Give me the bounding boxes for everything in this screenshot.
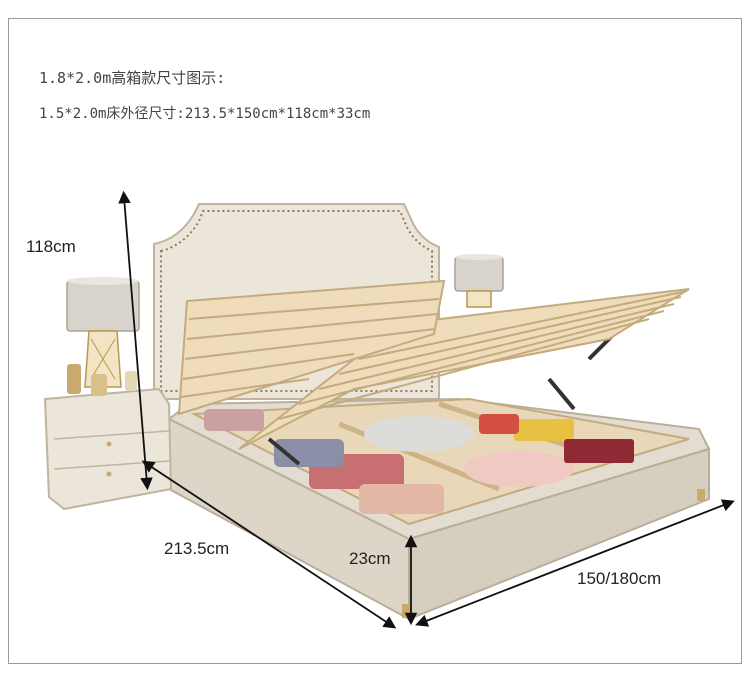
stored-box bbox=[564, 439, 634, 463]
stored-pillow bbox=[464, 451, 574, 487]
gas-strut bbox=[267, 437, 301, 466]
slats bbox=[278, 290, 688, 420]
dimension-label-height: 118cm bbox=[26, 237, 76, 256]
stored-bag bbox=[479, 414, 519, 434]
spec-line-model: 1.8*2.0m高箱款尺寸图示: bbox=[39, 69, 226, 87]
spec-line-dimensions: 1.5*2.0m床外径尺寸:213.5*150cm*118cm*33cm bbox=[39, 106, 371, 122]
table-lamp-right bbox=[454, 254, 504, 308]
headboard-nailhead-trim bbox=[160, 210, 433, 392]
bed-foot bbox=[697, 489, 705, 501]
stored-box bbox=[514, 419, 574, 441]
gas-strut bbox=[547, 377, 576, 411]
bed-foot bbox=[402, 604, 411, 618]
image-frame: 1.8*2.0m高箱款尺寸图示: 1.5*2.0m床外径尺寸:213.5*150… bbox=[8, 18, 742, 664]
height-arrow bbox=[118, 190, 153, 491]
stored-clothes bbox=[204, 409, 264, 431]
width-arrow bbox=[415, 499, 735, 627]
stored-pillow bbox=[364, 416, 474, 452]
bed-product-illustration bbox=[43, 190, 735, 629]
dimension-label-width: 150/180cm bbox=[577, 569, 662, 588]
dimension-label-length: 213.5cm bbox=[164, 539, 230, 558]
nightstand-left bbox=[43, 387, 173, 511]
stored-clothes bbox=[359, 484, 444, 514]
length-arrow bbox=[141, 460, 397, 629]
headboard-slats bbox=[180, 298, 440, 398]
dimension-label-side-height: 23cm bbox=[349, 549, 391, 568]
